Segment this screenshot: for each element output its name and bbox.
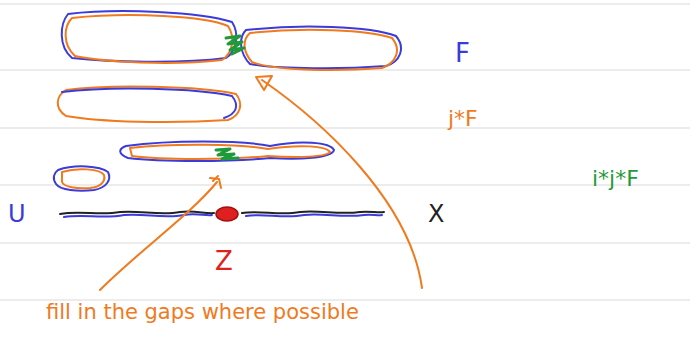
leader-arrow (262, 80, 422, 288)
open-set-line (246, 215, 382, 217)
section-blob (241, 27, 401, 69)
glue-scribble (216, 149, 238, 159)
ruled-lines (0, 4, 690, 300)
section-blob (66, 15, 233, 63)
arrow-head (256, 76, 272, 90)
space-label: U (8, 202, 26, 226)
space-label: Z (215, 248, 233, 274)
section-blob (62, 169, 104, 188)
space-label: X (428, 202, 444, 226)
sheaf-label: j*F (448, 108, 478, 130)
leader-arrow (100, 182, 217, 290)
closed-point (216, 207, 238, 221)
section-blob (120, 142, 334, 162)
sheaf-label: i*j*F (592, 168, 639, 190)
open-set-line (64, 214, 212, 217)
section-blob (62, 89, 236, 118)
section-blob (58, 87, 240, 123)
note-text: fill in the gaps where possible (46, 302, 359, 323)
section-blob (62, 11, 237, 62)
base-line (242, 212, 384, 214)
section-blob (130, 145, 330, 159)
section-blob (54, 166, 109, 190)
section-blob (245, 30, 397, 70)
glue-scribble (226, 36, 244, 54)
sheaf-label: F (455, 40, 470, 66)
arrow-head (213, 176, 218, 181)
